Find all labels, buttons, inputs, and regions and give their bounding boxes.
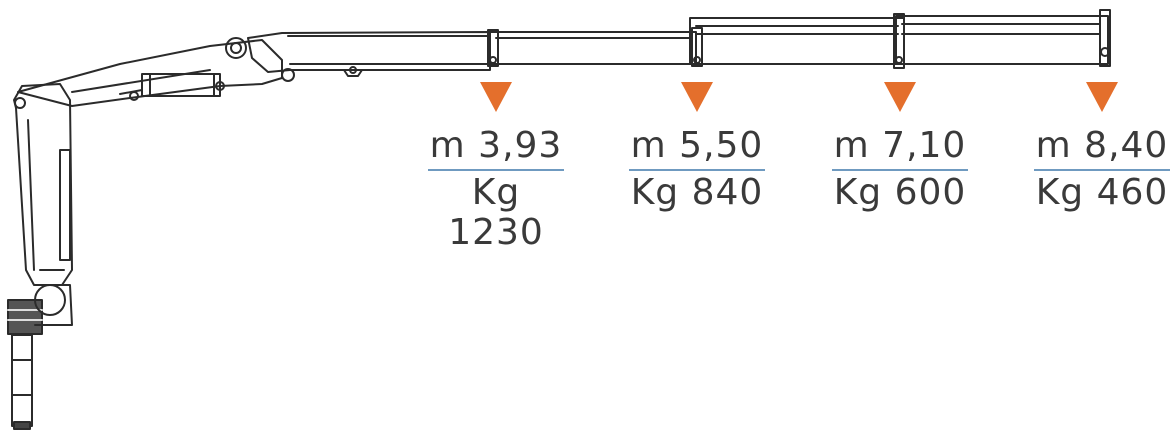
load-point-2: m 5,50 Kg 840 — [622, 82, 772, 213]
reach-distance: m 3,93 — [429, 125, 563, 166]
load-point-4: m 8,40 Kg 460 — [1027, 82, 1174, 213]
reach-distance: m 8,40 — [1035, 125, 1169, 166]
load-capacity: Kg 1230 — [448, 172, 544, 253]
crane-mast — [13, 83, 73, 286]
load-point-3: m 7,10 Kg 600 — [825, 82, 975, 213]
divider-line — [1034, 169, 1170, 171]
load-point-1: m 3,93 Kg 1230 — [421, 82, 571, 253]
load-marker-triangle — [681, 82, 713, 112]
divider-line — [428, 169, 564, 171]
crane-lift-cylinder — [119, 73, 221, 97]
load-capacity: Kg 840 — [630, 172, 764, 213]
divider-line — [832, 169, 968, 171]
divider-line — [629, 169, 765, 171]
load-capacity: Kg 460 — [1035, 172, 1169, 213]
load-marker-triangle — [1086, 82, 1118, 112]
crane-extension-2 — [689, 17, 905, 67]
crane-extension-1 — [487, 29, 697, 67]
load-marker-triangle — [884, 82, 916, 112]
crane-outer-boom — [247, 31, 491, 77]
load-marker-triangle — [480, 82, 512, 112]
reach-distance: m 5,50 — [630, 125, 764, 166]
load-capacity: Kg 600 — [833, 172, 967, 213]
crane-extension-3 — [893, 9, 1111, 69]
crane-base — [7, 284, 73, 430]
reach-distance: m 7,10 — [833, 125, 967, 166]
